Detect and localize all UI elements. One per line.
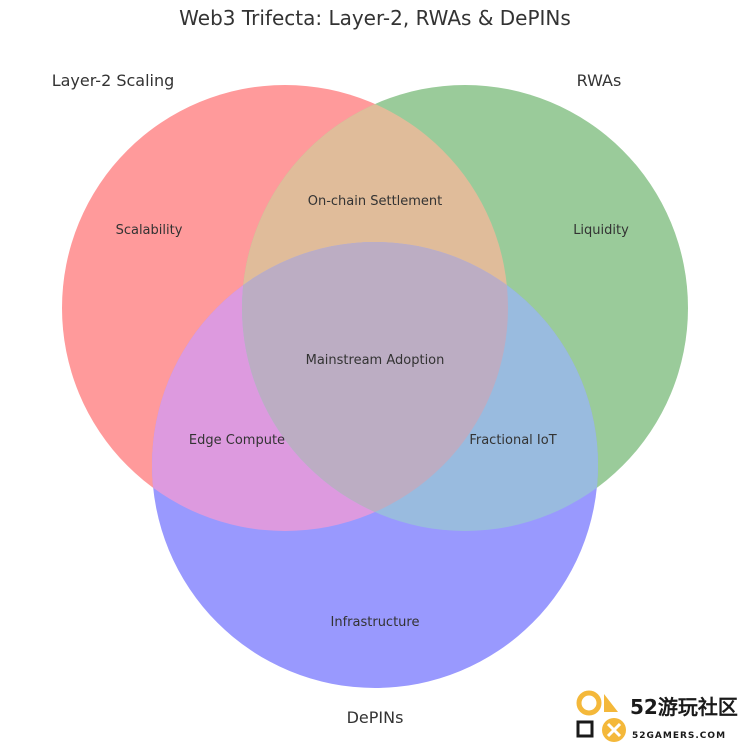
region-all-three bbox=[242, 242, 508, 531]
watermark-logo-en: 52GAMERS.COM bbox=[632, 731, 726, 741]
region-label-scalability: Scalability bbox=[116, 223, 183, 238]
region-label-infrastructure: Infrastructure bbox=[331, 615, 420, 630]
region-label-edge-compute: Edge Compute bbox=[189, 433, 285, 448]
set-label-depins: DePINs bbox=[347, 708, 404, 727]
region-label-fractional-iot: Fractional IoT bbox=[469, 433, 556, 448]
watermark-triangle-icon bbox=[604, 694, 618, 712]
watermark-logo: 52游玩社区 52GAMERS.COM bbox=[570, 682, 746, 746]
intersection-all-inner bbox=[242, 242, 508, 531]
watermark-background bbox=[570, 682, 746, 746]
diagram-title: Web3 Trifecta: Layer-2, RWAs & DePINs bbox=[179, 6, 571, 30]
watermark-square-icon bbox=[576, 720, 594, 738]
region-label-mainstream-adoption: Mainstream Adoption bbox=[306, 353, 445, 368]
set-label-layer2: Layer-2 Scaling bbox=[52, 71, 175, 90]
watermark-circle-icon bbox=[576, 690, 602, 716]
intersection-all-outer bbox=[242, 242, 508, 531]
watermark-logo-cn: 52游玩社区 bbox=[630, 695, 738, 719]
set-label-rwas: RWAs bbox=[577, 71, 622, 90]
region-label-liquidity: Liquidity bbox=[573, 223, 629, 238]
watermark-x-icon bbox=[606, 722, 622, 738]
region-label-on-chain-settlement: On-chain Settlement bbox=[308, 194, 443, 209]
